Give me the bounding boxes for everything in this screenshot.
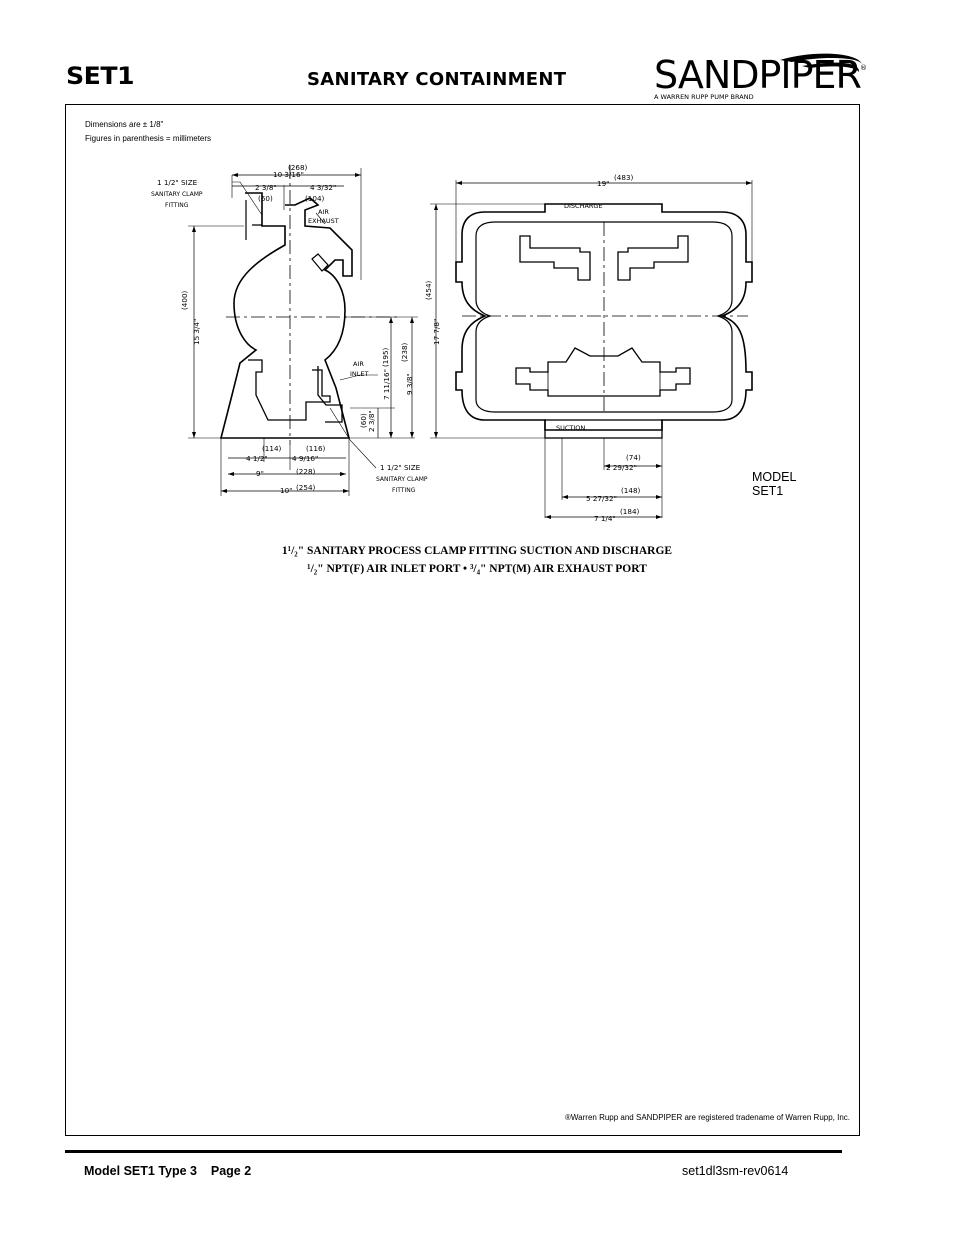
side-b3-mm: (228) — [296, 467, 316, 476]
front-width: 19" — [597, 179, 609, 188]
air-inlet-label-1: AIR — [353, 360, 364, 368]
tolerance-note: Dimensions are ± 1/8" — [85, 120, 164, 129]
front-f1-mm: (74) — [626, 453, 641, 462]
fit-bot-label-3: FITTING — [392, 487, 416, 494]
spec-line-1: 1¹/₂" SANITARY PROCESS CLAMP FITTING SUC… — [281, 545, 673, 557]
fit-top-label-3: FITTING — [165, 202, 189, 209]
front-view — [430, 180, 753, 519]
front-height-mm: (454) — [424, 280, 433, 300]
air-inlet-label-2: INLET — [350, 370, 369, 378]
front-f2: 5 27/32" — [586, 494, 617, 503]
side-b2: 4 9/16" — [292, 454, 318, 463]
side-b2-mm: (116) — [306, 444, 326, 453]
front-f1: 2 29/32" — [606, 463, 637, 472]
side-height-mm: (400) — [180, 290, 189, 310]
footer-left: Model SET1 Type 3 Page 2 — [84, 1164, 252, 1178]
side-height: 15 3/4" — [192, 319, 201, 345]
fit-bot-label-2: SANITARY CLAMP — [376, 476, 428, 483]
footer-rule — [65, 1150, 842, 1153]
side-d3: 4 3/32" — [310, 183, 336, 192]
side-d3-mm: (104) — [305, 194, 325, 203]
copyright-note: ®Warren Rupp and SANDPIPER are registere… — [565, 1113, 850, 1122]
air-exhaust-label-1: AIR — [318, 208, 329, 216]
header-model: SET1 — [66, 62, 135, 90]
logo-name: SANDPIPER — [654, 53, 862, 97]
figures-note: Figures in parenthesis = millimeters — [85, 134, 212, 143]
model-label-line2: SET1 — [752, 484, 784, 498]
side-b4-mm: (254) — [296, 483, 316, 492]
side-b4: 10" — [280, 486, 292, 495]
side-h4: 2 3/8" — [367, 410, 376, 432]
svg-text:®: ® — [860, 64, 867, 72]
model-label-line1: MODEL — [752, 470, 797, 484]
side-view — [188, 165, 418, 496]
air-exhaust-label-2: EXHAUST — [308, 217, 339, 225]
fit-top-label-1: 1 1/2" SIZE — [157, 178, 198, 187]
side-d2: 2 3/8" — [255, 183, 277, 192]
side-b1-mm: (114) — [262, 444, 282, 453]
sandpiper-logo: SANDPIPER ® A WARREN RUPP PUMP BRAND — [654, 53, 867, 101]
footer-right: set1dl3sm-rev0614 — [682, 1164, 789, 1178]
fit-bot-label-1: 1 1/2" SIZE — [380, 463, 421, 472]
suction-label: SUCTION — [556, 424, 585, 432]
dimension-drawing: (268) 10 3/16" 2 3/8" (60) 4 3/32" (104)… — [151, 163, 753, 523]
side-b3: 9" — [256, 469, 264, 478]
side-width-mm: (268) — [288, 163, 308, 172]
side-b1: 4 1/2" — [246, 454, 268, 463]
front-f2-mm: (148) — [621, 486, 641, 495]
side-h4-mm: (60) — [359, 413, 368, 428]
model-label: MODEL SET1 — [752, 470, 796, 498]
content-frame — [65, 104, 860, 1136]
side-d2-mm: (60) — [258, 194, 273, 203]
side-width: 10 3/16" — [273, 170, 304, 179]
spec-line-2: ¹/₂" NPT(F) AIR INLET PORT • ³/₄" NPT(M)… — [307, 563, 647, 575]
front-f3-mm: (184) — [620, 507, 640, 516]
front-f3: 7 1/4" — [594, 514, 616, 523]
fit-top-label-2: SANITARY CLAMP — [151, 191, 203, 198]
side-h2-mm: (195) — [381, 347, 390, 367]
side-h3-mm: (238) — [400, 342, 409, 362]
side-h2: 7 11/16" — [382, 369, 391, 400]
logo-tagline: A WARREN RUPP PUMP BRAND — [654, 93, 754, 101]
header-title: SANITARY CONTAINMENT — [307, 69, 567, 90]
discharge-label: DISCHARGE — [564, 202, 603, 210]
front-height: 17 7/8" — [432, 319, 441, 345]
side-h3: 9 3/8" — [405, 373, 414, 395]
front-width-mm: (483) — [614, 173, 634, 182]
